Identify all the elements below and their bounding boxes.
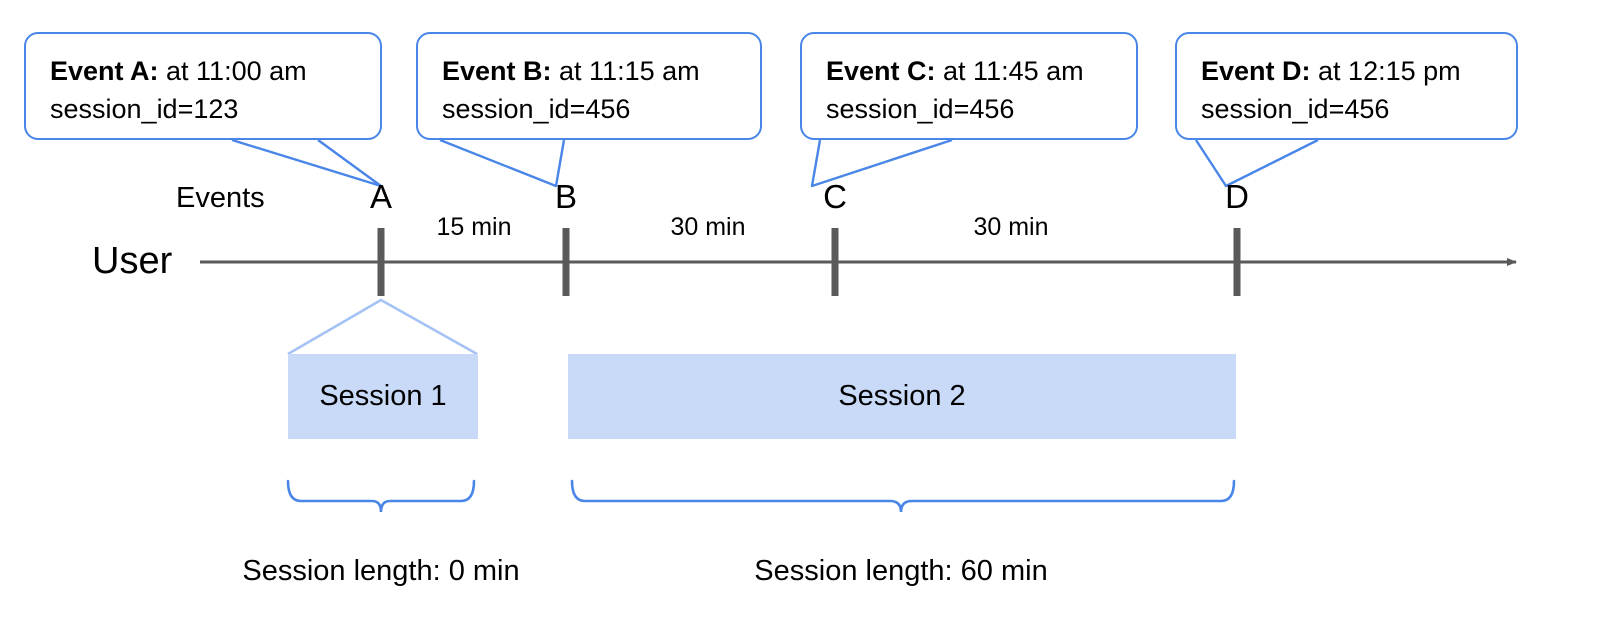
callout-a-line1: Event A: at 11:00 am xyxy=(50,52,360,90)
session-1-brace xyxy=(286,479,476,513)
callout-event-a[interactable]: Event A: at 11:00 am session_id=123 xyxy=(24,32,382,140)
callout-c-line1: Event C: at 11:45 am xyxy=(826,52,1116,90)
callout-c-session-id: session_id=456 xyxy=(826,94,1015,125)
callout-b-line1: Event B: at 11:15 am xyxy=(442,52,740,90)
callout-c-event-time: at 11:45 am xyxy=(935,56,1084,86)
callout-d-event-name: Event D: xyxy=(1201,56,1311,86)
callout-d-session-id: session_id=456 xyxy=(1201,94,1390,125)
callout-leader-a xyxy=(231,138,383,188)
callout-b-event-time: at 11:15 am xyxy=(551,56,700,86)
callout-c-event-name: Event C: xyxy=(826,56,936,86)
lane-label-user: User xyxy=(92,240,173,282)
session-bar-2-label: Session 2 xyxy=(838,380,966,412)
callout-b-session-id: session_id=456 xyxy=(442,94,631,125)
callout-event-b[interactable]: Event B: at 11:15 am session_id=456 xyxy=(416,32,762,140)
callout-event-d[interactable]: Event D: at 12:15 pm session_id=456 xyxy=(1175,32,1518,140)
tick-letter-b: B xyxy=(554,178,578,215)
tick-letter-d: D xyxy=(1225,178,1249,215)
callout-leader-b xyxy=(439,138,566,188)
callout-a-event-time: at 11:00 am xyxy=(158,56,307,86)
lane-label-events: Events xyxy=(176,182,265,214)
session-bar-1[interactable]: Session 1 xyxy=(288,354,478,439)
session-bar-1-label: Session 1 xyxy=(319,380,447,412)
session-2-brace xyxy=(570,479,1236,513)
gap-label-a-b: 15 min xyxy=(436,213,512,241)
gap-label-c-d: 30 min xyxy=(973,213,1049,241)
callout-a-session-id: session_id=123 xyxy=(50,94,239,125)
callout-leader-d xyxy=(1194,138,1319,188)
callout-event-c[interactable]: Event C: at 11:45 am session_id=456 xyxy=(800,32,1138,140)
tick-letter-c: C xyxy=(823,178,847,215)
callout-d-line1: Event D: at 12:15 pm xyxy=(1201,52,1496,90)
tick-letter-a: A xyxy=(369,178,393,215)
callout-b-event-name: Event B: xyxy=(442,56,552,86)
session-bar-2[interactable]: Session 2 xyxy=(568,354,1236,439)
session-1-tent-connector xyxy=(287,298,478,356)
session-1-length-caption: Session length: 0 min xyxy=(242,555,520,587)
callout-d-event-time: at 12:15 pm xyxy=(1310,56,1461,86)
gap-label-b-c: 30 min xyxy=(670,213,746,241)
session-2-length-caption: Session length: 60 min xyxy=(754,555,1048,587)
callout-a-event-name: Event A: xyxy=(50,56,159,86)
